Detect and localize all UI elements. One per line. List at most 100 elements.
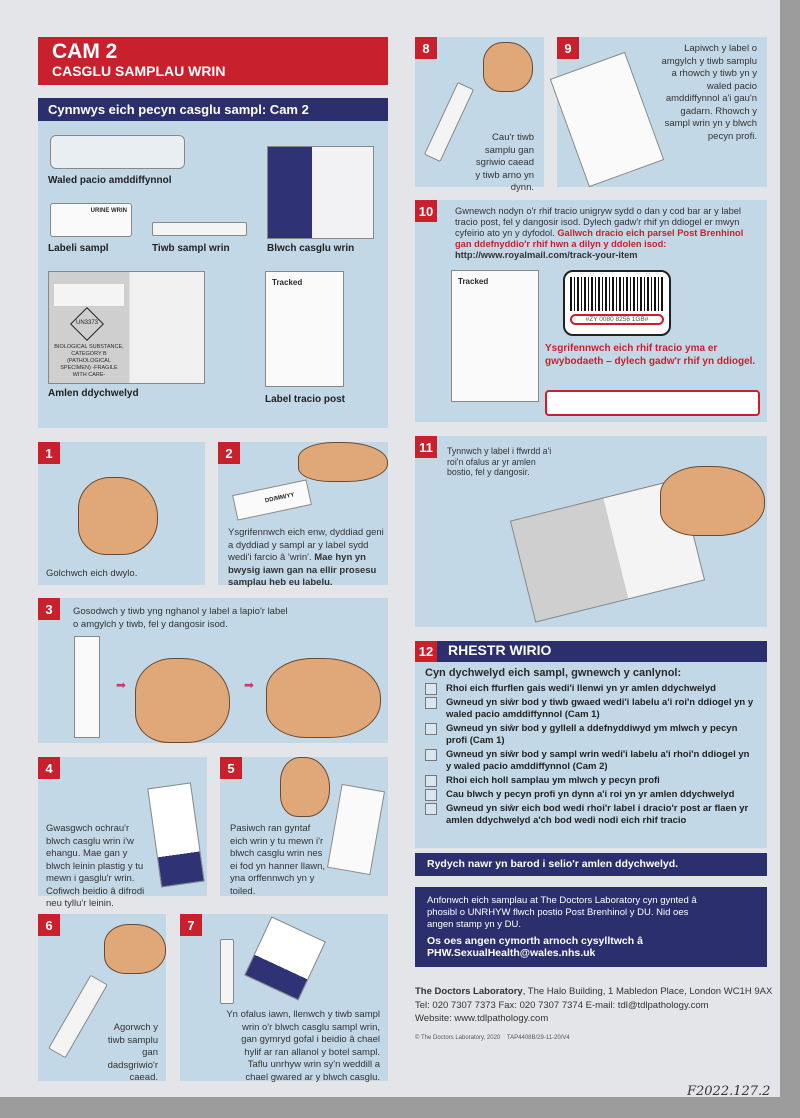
step-number: 4 [38,757,60,779]
hands-washing-illustration [78,477,158,555]
barcode-callout: #ZY 0080 8256 1GB# [563,270,671,336]
hand-wrapping-illustration [266,658,381,738]
step-number: 5 [220,757,242,779]
step-text: Agorwch y tiwb samplu gan dadsgriwio'r c… [107,1022,158,1083]
hand-illustration [104,924,166,974]
contents-heading: Cynnwys eich pecyn casglu sampl: Cam 2 [38,98,388,121]
step-9: 9 Lapiwch y label o amgylch y tiwb sampl… [549,37,767,188]
step-text: Cau'r tiwb samplu gan sgriwio caead y ti… [475,132,534,193]
address: , The Halo Building, 1 Mabledon Place, L… [522,986,773,997]
checklist-item[interactable]: Rhoi eich ffurflen gais wedi'i llenwi yn… [425,683,757,695]
checkbox[interactable] [425,749,437,761]
write-tracking-instruction: Ysgrifennwch eich rhif tracio yma er gwy… [545,343,756,367]
step-text: Ysgrifennwch eich enw, dyddiad geni a dy… [228,527,384,588]
collection-box-illustration [244,916,326,1001]
step-text: Lapiwch y label o amgylch y tiwb samplu … [661,43,757,142]
hand-writing-illustration [298,442,388,482]
step-number: 6 [38,914,60,936]
collection-box-image [267,146,374,239]
tube-illustration [220,939,234,1004]
step-text: Yn ofalus iawn, llenwch y tiwb sampl wri… [226,1009,380,1083]
step-number: 1 [38,442,60,464]
checklist-title: RHESTR WIRIO [448,642,552,658]
page-title: CAM 2 [52,40,118,63]
website[interactable]: Website: www.tdlpathology.com [415,1013,549,1024]
checkbox[interactable] [425,775,437,787]
hand-illustration [280,757,330,817]
step-text: Golchwch eich dwylo. [46,568,138,579]
step-5: 5 Pasiwch ran gyntaf eich wrin y tu mewn… [220,757,388,897]
contents-panel: Waled pacio amddiffynnol URINE WRIN Labe… [38,121,388,428]
step-8: 8 Cau'r tiwb samplu gan sgriwio caead y … [415,37,544,193]
step-text: Gwnewch nodyn o'r rhif tracio unigryw sy… [455,206,744,260]
envelope-text: BIOLOGICAL SUBSTANCE, CATEGORY B (PATHOL… [54,344,124,378]
item-caption: Blwch casglu wrin [267,243,355,254]
un-code: UN3373 [75,320,98,326]
step-text: Gwasgwch ochrau'r blwch casglu wrin i'w … [46,823,145,909]
help-email[interactable]: PHW.SexualHealth@wales.nhs.uk [427,947,596,959]
hand-illustration [660,466,765,536]
org-name: The Doctors Laboratory [415,986,523,997]
checklist-item[interactable]: Cau blwch y pecyn profi yn dynn a'i roi … [425,789,757,801]
page-subtitle: CASGLU SAMPLAU WRIN [52,63,226,79]
document-code: TAP4408B/29-11-20/V4 [506,1034,570,1041]
checkbox[interactable] [425,683,437,695]
step-number: 8 [415,37,437,59]
footer: The Doctors Laboratory, The Halo Buildin… [415,985,780,1045]
sample-label-image: URINE WRIN [50,203,132,237]
header-banner: CAM 2 CASGLU SAMPLAU WRIN [38,37,388,85]
collection-box-illustration [147,782,205,888]
step-number: 3 [38,598,60,620]
step-number: 11 [415,436,437,458]
step-text: Tynnwch y label i ffwrdd a'i roi'n ofalu… [447,446,552,477]
step-1: 1 Golchwch eich dwylo. [38,442,205,585]
help-text: Os oes angen cymorth arnoch cysylltwch â [427,935,643,947]
step-number: 10 [415,200,437,222]
step-6: 6 Agorwch y tiwb samplu gan dadsgriwio'r… [38,914,166,1083]
checkbox[interactable] [425,803,437,815]
collection-box-illustration [326,783,386,876]
checklist-item[interactable]: Rhoi eich holl samplau ym mlwch y pecyn … [425,775,757,787]
checklist-header: 12 RHESTR WIRIO [415,641,767,662]
arrow-icon: ➡ [116,678,127,692]
step-10: 10 Gwnewch nodyn o'r rhif tracio unigryw… [415,200,767,422]
checkbox[interactable] [425,789,437,801]
address-label [54,284,124,306]
step-number: 2 [218,442,240,464]
tube-illustration [423,81,475,163]
item-caption: Labeli sampl [48,243,109,254]
tracking-number-input[interactable] [545,390,760,416]
item-caption: Tiwb sampl wrin [152,243,230,254]
ready-banner: Rydych nawr yn barod i selio'r amlen ddy… [415,853,767,876]
tube-on-label-illustration [74,636,100,738]
tracking-label-image: Tracked [265,271,344,387]
test-kit-box-illustration [549,51,665,188]
step-11: 11 Tynnwch y label i ffwrdd a'i roi'n of… [415,436,767,627]
step-3: 3 Gosodwch y tiwb yng nghanol y label a … [38,598,388,743]
arrow-icon: ➡ [244,678,255,692]
checkbox[interactable] [425,697,437,709]
protective-wallet-image [50,135,185,169]
contact-phone: Tel: 020 7307 7373 Fax: 020 7307 7374 E-… [415,999,709,1011]
checklist-item[interactable]: Gwneud yn siŵr bod y sampl wrin wedi'i l… [425,749,757,773]
checklist-item[interactable]: Gwneud yn siŵr bod y gyllell a ddefnyddi… [425,723,757,747]
return-envelope-image: UN3373 BIOLOGICAL SUBSTANCE, CATEGORY B … [48,271,205,384]
step-text: Gosodwch y tiwb yng nghanol y label a la… [73,606,288,630]
checklist-intro: Cyn dychwelyd eich sampl, gwnewch y canl… [425,667,682,679]
tracking-number: #ZY 0080 8256 1GB# [570,314,664,325]
contact-box: Anfonwch eich samplau at The Doctors Lab… [415,887,767,967]
label-illustration: DD/MM/YY [232,479,312,521]
item-caption: Label tracio post [265,394,346,405]
royal-mail-link[interactable]: http://www.royalmail.com/track-your-item [455,250,638,260]
checklist-item[interactable]: Gwneud yn siŵr eich bod wedi rhoi'r labe… [425,803,757,827]
barcode [570,277,664,311]
tracking-label-image: Tracked [451,270,539,402]
checklist-panel: Cyn dychwelyd eich sampl, gwnewch y canl… [415,662,767,848]
checklist-item[interactable]: Gwneud yn siŵr bod y tiwb gwaed wedi'i l… [425,697,757,721]
step-number: 9 [557,37,579,59]
step-4: 4 Gwasgwch ochrau'r blwch casglu wrin i'… [38,757,207,909]
step-2: 2 DD/MM/YY Ysgrifennwch eich enw, dyddia… [218,442,388,588]
step-7: 7 Yn ofalus iawn, llenwch y tiwb sampl w… [180,914,388,1083]
step-text: Pasiwch ran gyntaf eich wrin y tu mewn i… [230,823,326,897]
checkbox[interactable] [425,723,437,735]
